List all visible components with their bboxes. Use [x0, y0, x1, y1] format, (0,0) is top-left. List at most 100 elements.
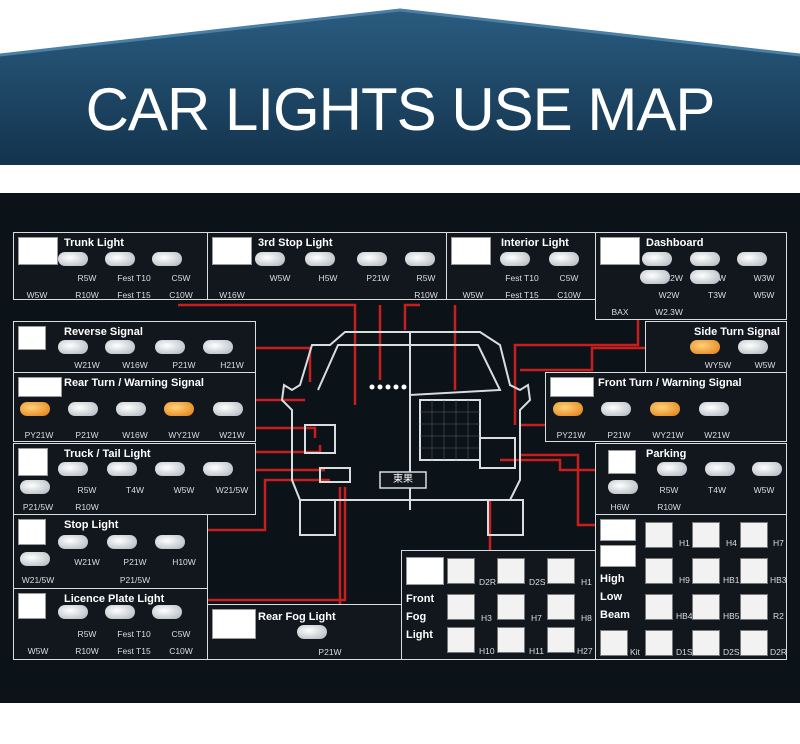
- high-beam-icon: [600, 519, 636, 541]
- tail-label-5: R10W: [75, 502, 99, 512]
- parking-label-1: T4W: [708, 485, 726, 495]
- capsule-bulb-icon: [692, 558, 720, 584]
- bulb-icon: [107, 535, 137, 549]
- stop-label-0: W21W: [74, 557, 100, 567]
- high-low-title-2: Beam: [600, 609, 630, 621]
- interior-title: Interior Light: [501, 237, 569, 249]
- high-low-label-3: H9: [679, 575, 690, 585]
- bulb-icon: [20, 552, 50, 566]
- stop-label-3: W21/5W: [21, 575, 55, 585]
- trunk-label-2: C5W: [171, 273, 191, 283]
- bulb-icon: [203, 462, 233, 476]
- bulb-icon: [105, 340, 135, 354]
- bulb-icon: [297, 625, 327, 639]
- capsule-bulb-icon: [447, 627, 475, 653]
- bulb-icon: [657, 462, 687, 476]
- dashboard-label-6: BAX: [611, 307, 629, 317]
- front-fog-label-4: H7: [531, 613, 542, 623]
- front-turn-label-0: PY21W: [556, 430, 586, 440]
- bulb-icon: [553, 402, 583, 416]
- licence-label-1: Fest T10: [117, 629, 151, 639]
- capsule-bulb-icon: [600, 630, 628, 656]
- header-banner: CAR LIGHTS USE MAP: [0, 0, 800, 165]
- stop3-title: 3rd Stop Light: [258, 237, 333, 249]
- dashboard-label-5: W5W: [753, 290, 775, 300]
- high-low-title-1: Low: [600, 591, 622, 603]
- car-grille: [420, 400, 480, 460]
- trunk-label-6: C10W: [169, 290, 193, 300]
- high-low-label-4: HB1: [723, 575, 740, 585]
- bulb-icon: [752, 462, 782, 476]
- stop-title: Stop Light: [64, 519, 119, 531]
- bulb-icon: [116, 402, 146, 416]
- capsule-bulb-icon: [497, 594, 525, 620]
- bulb-icon: [305, 252, 335, 266]
- high-low-label-12: D2R: [770, 647, 788, 657]
- bulb-icon: [650, 402, 680, 416]
- side-turn-title: Side Turn Signal: [694, 326, 780, 338]
- tail-title: Truck / Tail Light: [64, 448, 151, 460]
- rear-turn-label-2: W16W: [122, 430, 148, 440]
- front-turn-title: Front Turn / Warning Signal: [598, 377, 742, 389]
- bulb-icon: [255, 252, 285, 266]
- capsule-bulb-icon: [740, 558, 768, 584]
- box-3rd-stop-light: 3rd Stop Light W5W H5W P21W R5W W16W R10…: [207, 232, 447, 300]
- reverse-label-2: P21W: [172, 360, 196, 370]
- bulb-icon: [690, 340, 720, 354]
- front-fog-label-0: D2R: [479, 577, 497, 587]
- capsule-bulb-icon: [645, 594, 673, 620]
- stop-icon: [18, 519, 46, 545]
- licence-label-2: C5W: [171, 629, 191, 639]
- front-fog-title-2: Light: [406, 629, 433, 641]
- front-fog-label-7: H11: [529, 646, 544, 656]
- capsule-bulb-icon: [547, 627, 575, 653]
- interior-label-4: C10W: [557, 290, 581, 300]
- front-turn-label-2: WY21W: [652, 430, 684, 440]
- stop3-label-4: W16W: [219, 290, 245, 300]
- bulb-icon: [601, 402, 631, 416]
- capsule-bulb-icon: [447, 558, 475, 584]
- reverse-title: Reverse Signal: [64, 326, 143, 338]
- bulb-icon: [58, 340, 88, 354]
- rear-turn-label-4: W21W: [219, 430, 245, 440]
- stop-label-2: H10W: [172, 557, 196, 567]
- rear-fog-label-0: P21W: [318, 647, 342, 657]
- capsule-bulb-icon: [692, 522, 720, 548]
- rear-turn-label-1: P21W: [75, 430, 99, 440]
- high-low-label-0: H1: [679, 538, 690, 548]
- interior-label-0: Fest T10: [505, 273, 539, 283]
- trunk-label-4: R10W: [75, 290, 99, 300]
- capsule-bulb-icon: [547, 594, 575, 620]
- parking-label-3: H6W: [610, 502, 630, 512]
- parking-title: Parking: [646, 448, 687, 460]
- dashboard-label-3: W2W: [658, 290, 680, 300]
- high-low-label-11: D2S: [723, 647, 740, 657]
- front-turn-icon: [550, 377, 594, 397]
- license-plate: [379, 471, 427, 489]
- bulb-icon: [608, 480, 638, 494]
- tail-label-4: P21/5W: [22, 502, 54, 512]
- capsule-bulb-icon: [740, 594, 768, 620]
- high-low-label-7: HB5: [723, 611, 740, 621]
- interior-label-3: Fest T15: [505, 290, 539, 300]
- third-stop-dots: [369, 384, 407, 390]
- capsule-bulb-icon: [692, 594, 720, 620]
- bulb-icon: [152, 605, 182, 619]
- stop3-label-3: R5W: [416, 273, 436, 283]
- trunk-label-1: Fest T10: [117, 273, 151, 283]
- parking-label-2: W5W: [753, 485, 775, 495]
- licence-label-4: R10W: [75, 646, 99, 656]
- capsule-bulb-icon: [497, 558, 525, 584]
- bulb-icon: [405, 252, 435, 266]
- reverse-icon: [18, 326, 46, 350]
- box-parking: Parking R5W T4W W5W H6W R10W: [595, 443, 787, 515]
- high-low-label-5: HB3: [770, 575, 787, 585]
- bulb-icon: [68, 402, 98, 416]
- stop-label-1: P21W: [123, 557, 147, 567]
- capsule-bulb-icon: [447, 594, 475, 620]
- bulb-icon: [737, 252, 767, 266]
- capsule-bulb-icon: [692, 630, 720, 656]
- front-fog-label-6: H10: [479, 646, 495, 656]
- bulb-icon: [20, 402, 50, 416]
